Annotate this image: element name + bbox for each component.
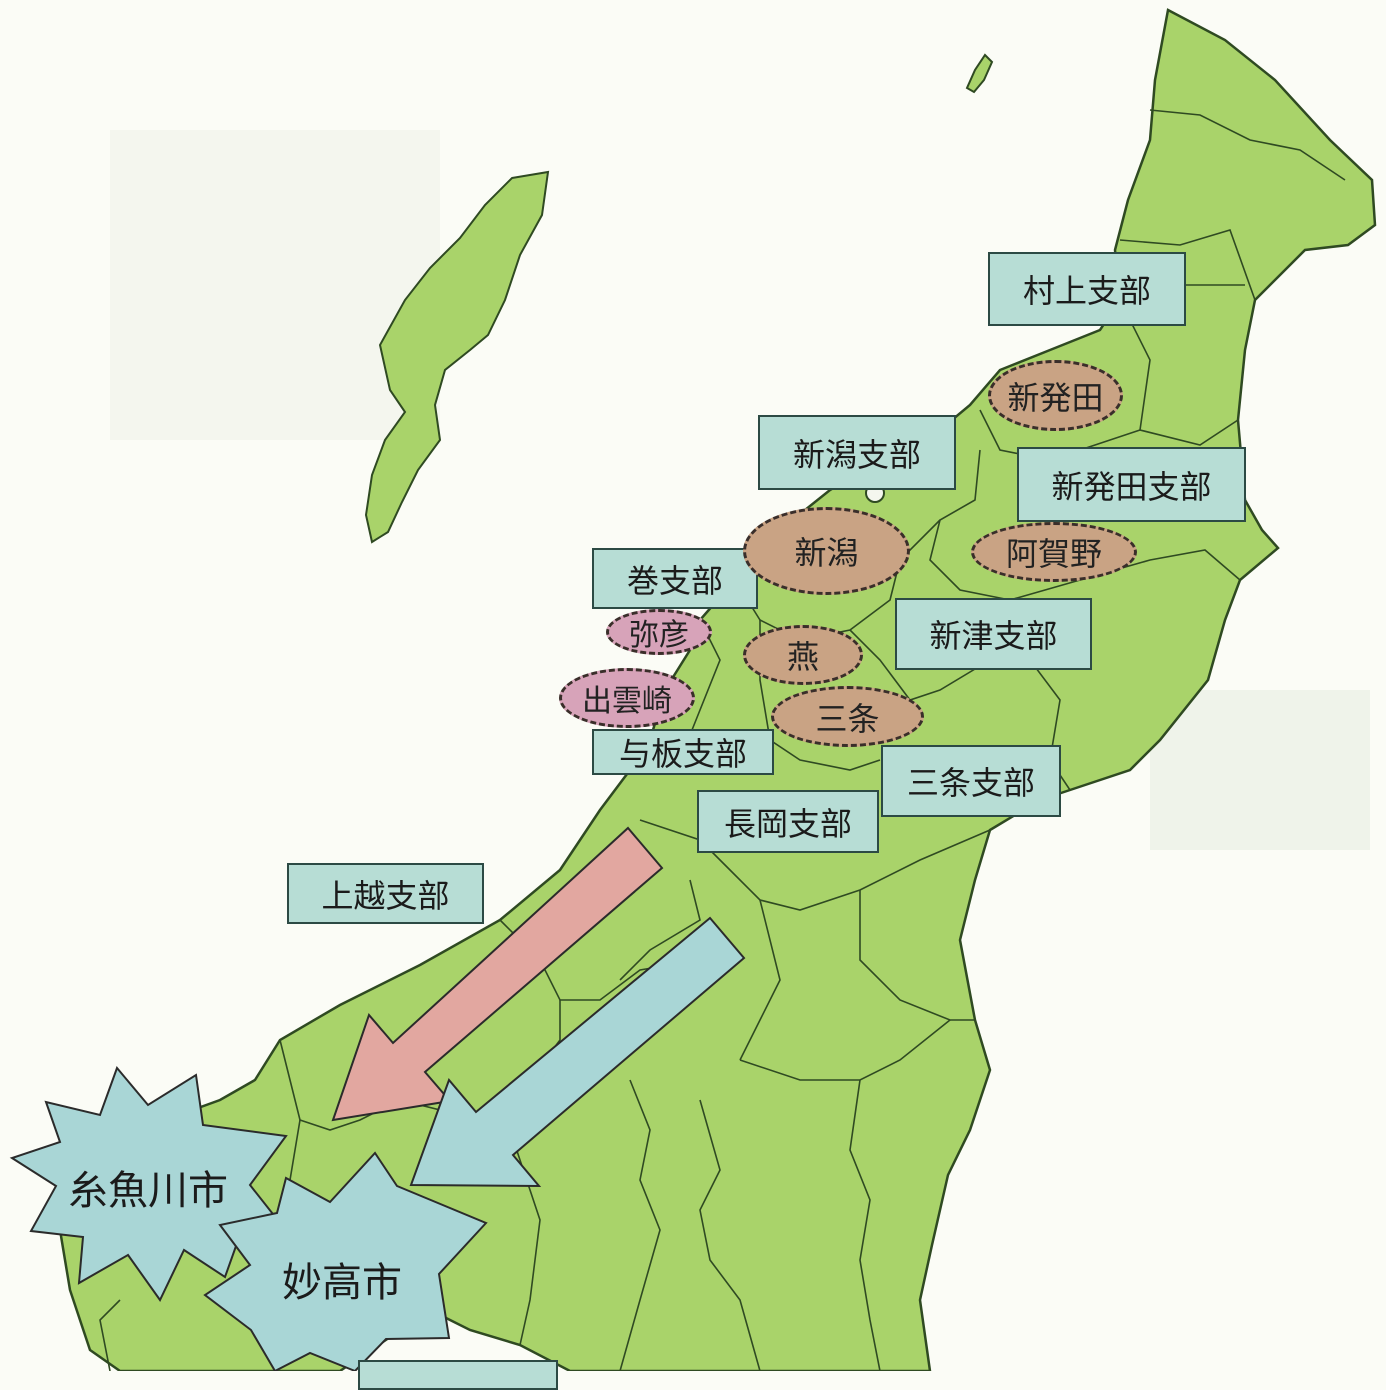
city-izumozaki: 出雲崎 bbox=[559, 668, 695, 728]
target-itoigawa: 糸魚川市 bbox=[68, 1168, 228, 1214]
target-myoko: 妙高市 bbox=[282, 1260, 402, 1306]
branch-joetsu: 上越支部 bbox=[287, 863, 484, 924]
blue-arrow bbox=[409, 916, 746, 1188]
branch-niitsu: 新津支部 bbox=[895, 598, 1092, 670]
branch-murakami: 村上支部 bbox=[988, 252, 1186, 326]
city-sanjo: 三条 bbox=[771, 686, 924, 747]
background-block bbox=[110, 130, 440, 440]
branch-partial bbox=[358, 1360, 558, 1390]
sado-island bbox=[364, 170, 550, 544]
branch-nagaoka: 長岡支部 bbox=[697, 790, 879, 853]
awashima-island bbox=[965, 53, 994, 94]
myoko-burst bbox=[203, 1151, 488, 1371]
background-block bbox=[1150, 690, 1370, 850]
branch-shibata: 新発田支部 bbox=[1017, 447, 1246, 522]
city-yahiko: 弥彦 bbox=[606, 609, 712, 655]
city-niigata: 新潟 bbox=[743, 507, 910, 595]
branch-sanjo: 三条支部 bbox=[881, 745, 1061, 817]
branch-niigata: 新潟支部 bbox=[758, 415, 956, 490]
city-tsubame: 燕 bbox=[743, 625, 863, 685]
branch-yoita: 与板支部 bbox=[592, 729, 774, 775]
red-arrow bbox=[331, 826, 664, 1122]
city-agano: 阿賀野 bbox=[971, 522, 1137, 582]
branch-maki: 巻支部 bbox=[592, 548, 758, 609]
city-shibata: 新発田 bbox=[988, 360, 1123, 431]
